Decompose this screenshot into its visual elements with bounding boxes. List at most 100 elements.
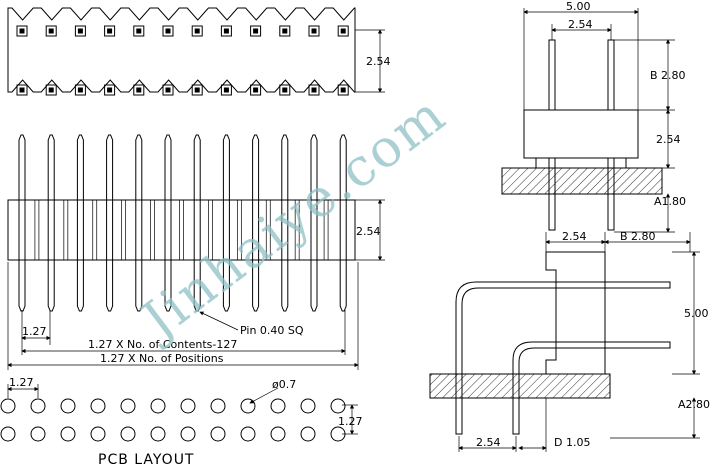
pin-square [308, 25, 320, 37]
pcb-hole [240, 398, 256, 414]
ra-d-label: D 1.05 [554, 436, 590, 449]
pin-square-core [136, 87, 142, 93]
side-a-label: A1.80 [654, 195, 686, 208]
front-pin [222, 134, 230, 312]
pin-square-core [340, 87, 346, 93]
pin-square [16, 84, 28, 96]
pcb-hole [330, 398, 346, 414]
pcb-hole [150, 398, 166, 414]
pin-leader-line [199, 311, 239, 331]
pin-square-core [19, 87, 25, 93]
pcb-hole [270, 426, 286, 442]
pin-square-core [253, 87, 259, 93]
top-view: 2.54 [7, 7, 391, 96]
pin-square-core [165, 28, 171, 34]
pin-square-core [194, 87, 200, 93]
pin-square [133, 84, 145, 96]
pin-square [16, 25, 28, 37]
hole-diameter-label: ø0.7 [272, 378, 296, 391]
ra-a-label: A2.80 [678, 398, 710, 411]
pcb-hole [270, 398, 286, 414]
pcb-hole [120, 426, 136, 442]
pin-size-label: Pin 0.40 SQ [240, 324, 304, 337]
side-body-label: 2.54 [656, 133, 681, 146]
pcb-pitch-x-label: 1.27 [9, 376, 34, 389]
pin-square-core [340, 28, 346, 34]
pcb-hole [180, 426, 196, 442]
ra-pcb-board [429, 373, 611, 399]
pin-square [220, 84, 232, 96]
pin-square [191, 84, 203, 96]
ra-b-label: B 2.80 [620, 230, 656, 243]
pin-square [45, 25, 57, 37]
pcb-hole [60, 398, 76, 414]
side-pin-right-upper [607, 39, 615, 111]
pcb-holes [0, 398, 346, 442]
front-pin [281, 134, 289, 312]
front-pin [339, 134, 347, 312]
pin-square-core [282, 28, 288, 34]
watermark: Jinhaiye.com [128, 84, 458, 353]
side-b-label: B 2.80 [650, 69, 686, 82]
pin-square [74, 84, 86, 96]
pcb-hole [90, 398, 106, 414]
pin-square-core [165, 87, 171, 93]
side-view: 5.00 2.54 B 2.80 2.54 A1.80 [501, 0, 686, 233]
front-pin [47, 134, 55, 312]
pcb-hole [300, 426, 316, 442]
pin-square-core [136, 28, 142, 34]
pin-square-core [223, 28, 229, 34]
front-pin [164, 134, 172, 312]
side-pin-spacing-label: 2.54 [568, 18, 593, 31]
pcb-hole [300, 398, 316, 414]
pin-square-core [48, 87, 54, 93]
pcb-hole [150, 426, 166, 442]
ra-height-label: 5.00 [684, 307, 709, 320]
positions-dim-label: 1.27 X No. of Positions [100, 352, 224, 365]
pcb-hole [120, 398, 136, 414]
front-pin [310, 134, 318, 312]
front-view-pins [18, 134, 347, 312]
pin-square [279, 84, 291, 96]
front-view-pitch-label: 2.54 [356, 225, 381, 238]
ra-pin-lower [512, 341, 671, 435]
pin-square-core [107, 28, 113, 34]
pcb-hole [210, 426, 226, 442]
front-view-pin-pitch-label: 1.27 [22, 325, 47, 338]
pin-square [250, 84, 262, 96]
pcb-hole [240, 426, 256, 442]
ra-pitch-label: 2.54 [562, 230, 587, 243]
pin-square-core [19, 28, 25, 34]
pin-square-core [107, 87, 113, 93]
side-width-label: 5.00 [566, 0, 591, 13]
pin-square-core [77, 28, 83, 34]
front-pin [252, 134, 260, 312]
top-view-pitch-label: 2.54 [366, 55, 391, 68]
pcb-hole [210, 398, 226, 414]
pin-square [337, 84, 349, 96]
pcb-layout: 1.27 ø0.7 1.27 PCB LAYOUT [0, 376, 363, 465]
pin-square-core [223, 87, 229, 93]
pcb-hole [30, 398, 46, 414]
pin-square [220, 25, 232, 37]
pin-square [133, 25, 145, 37]
pin-square-core [311, 28, 317, 34]
top-view-pin-squares [16, 25, 349, 96]
pin-square [191, 25, 203, 37]
front-pin [106, 134, 114, 312]
pin-square [162, 25, 174, 37]
front-view: 2.54 1.27 Pin 0.40 SQ 1.27 X No. of Cont… [7, 134, 385, 370]
front-pin [76, 134, 84, 312]
side-pcb-board [501, 167, 663, 195]
front-view-body [7, 199, 356, 261]
right-angle-view: 2.54 B 2.80 5.00 A2.80 2.54 D 1.05 [429, 230, 710, 452]
pin-square-core [77, 87, 83, 93]
pcb-hole [0, 426, 16, 442]
pcb-hole [180, 398, 196, 414]
pcb-hole [90, 426, 106, 442]
front-pin [135, 134, 143, 312]
pin-square [279, 25, 291, 37]
pin-square-core [48, 28, 54, 34]
pcb-pitch-y-label: 1.27 [338, 415, 363, 428]
pcb-hole [60, 426, 76, 442]
